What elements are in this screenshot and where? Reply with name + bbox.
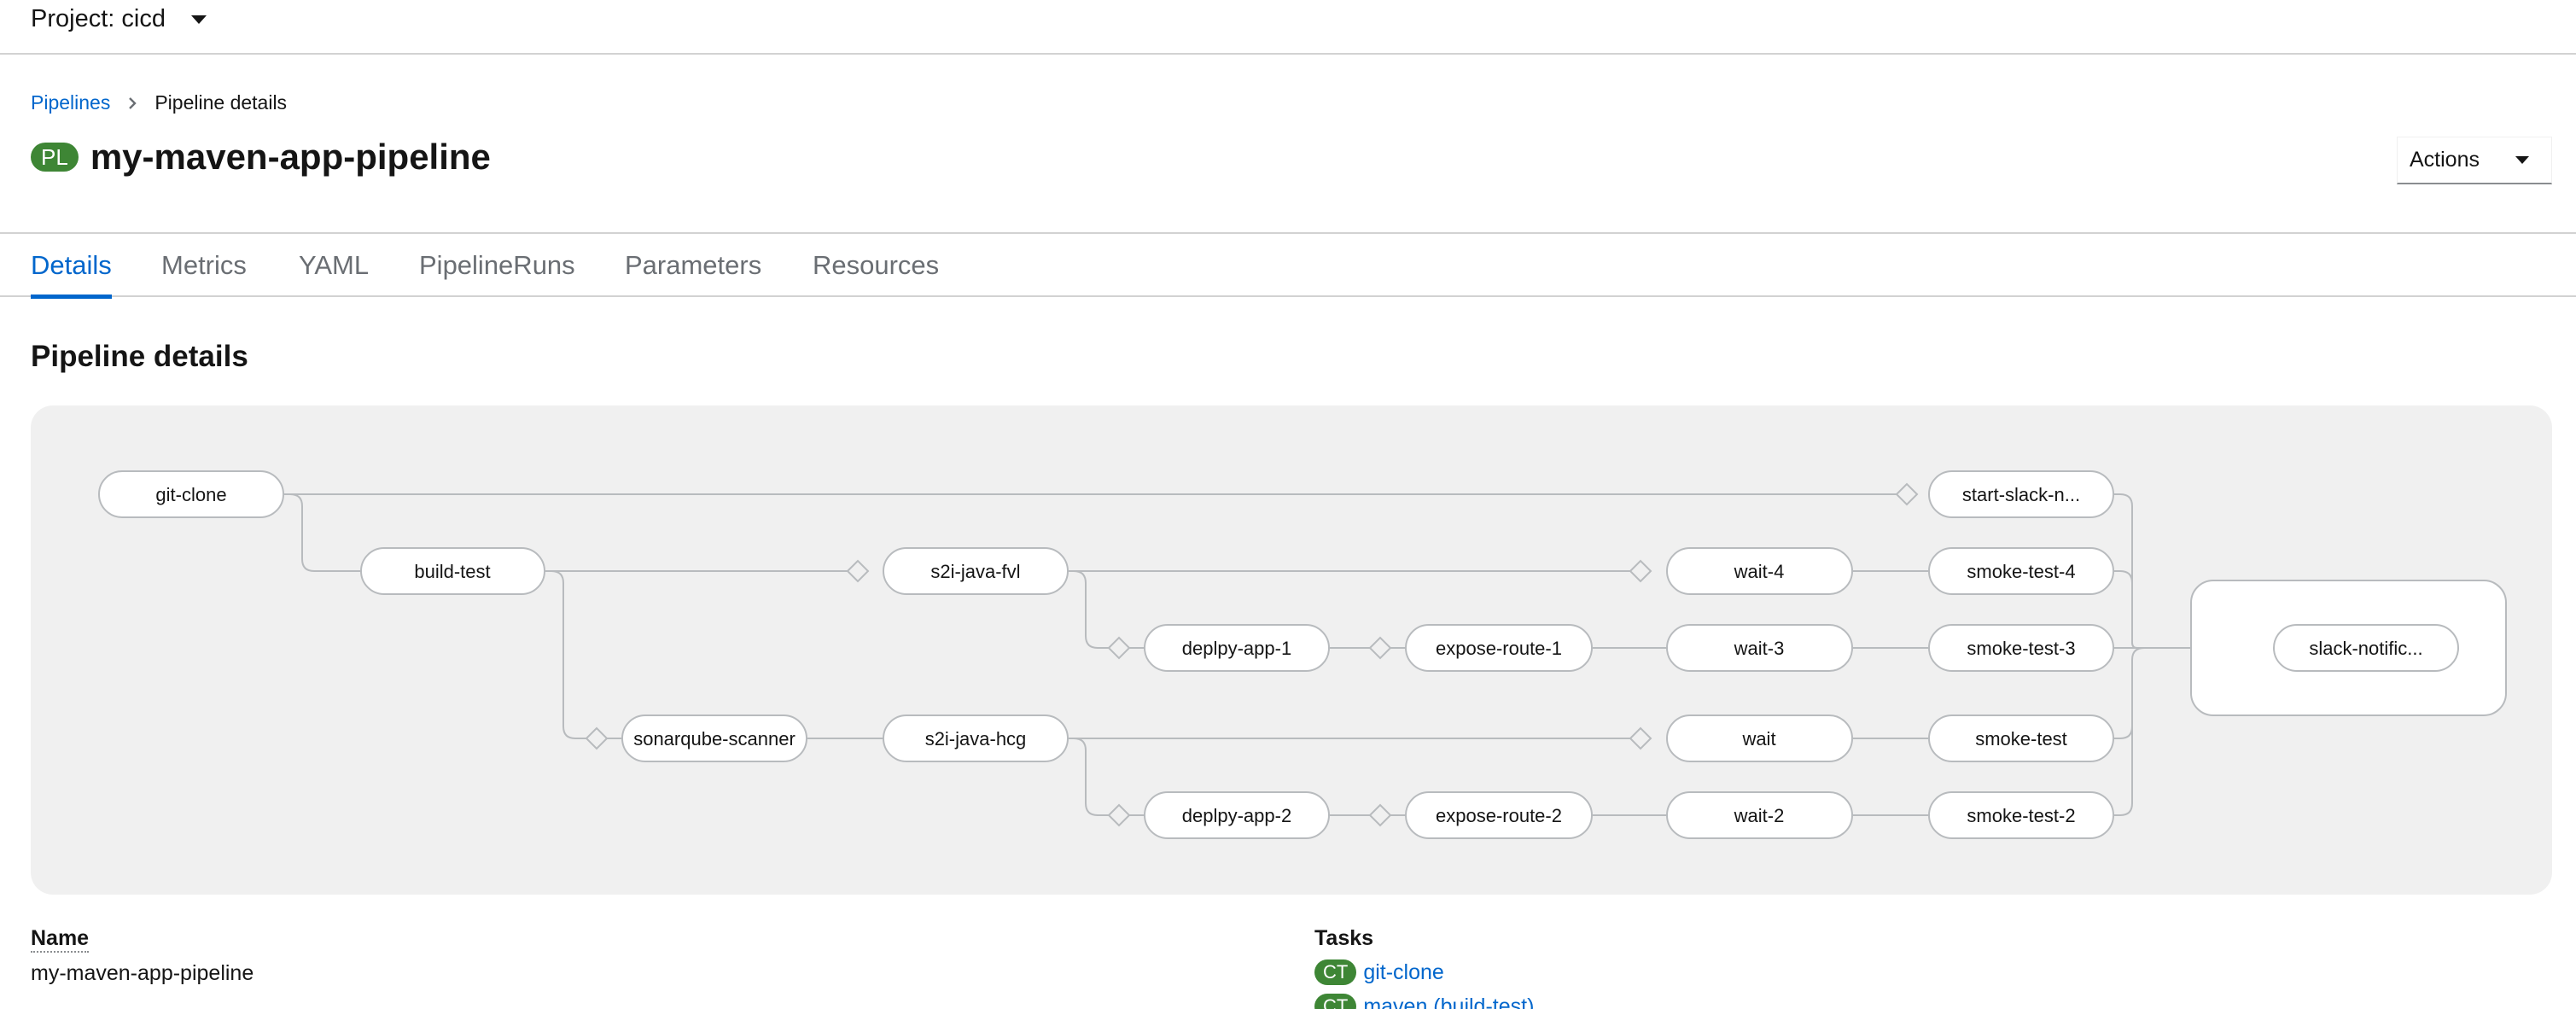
task-badge: CT (1314, 994, 1357, 1009)
task-label: wait-2 (1734, 805, 1785, 826)
task-label: deplpy-app-2 (1182, 805, 1291, 826)
name-label: Name (31, 926, 90, 953)
task-label: slack-notific... (2309, 638, 2422, 659)
task-label: wait-4 (1734, 561, 1785, 582)
task-expose-route-2[interactable]: expose-route-2 (1405, 791, 1593, 839)
tab-parameters[interactable]: Parameters (625, 250, 762, 280)
page-title: my-maven-app-pipeline (90, 137, 491, 177)
connector-diamond-icon (1629, 559, 1652, 583)
tasks-label: Tasks (1314, 926, 1374, 950)
task-link-maven-build-test[interactable]: maven (build-test) (1363, 994, 1535, 1009)
tab-bar: Details Metrics YAML PipelineRuns Parame… (0, 232, 2576, 299)
connector-diamond-icon (846, 559, 870, 583)
task-label: build-test (414, 561, 490, 582)
edge-build-test-sonarqube (545, 570, 622, 739)
breadcrumb: Pipelines Pipeline details (31, 91, 287, 114)
edge-smoke-join (2113, 660, 2133, 739)
actions-dropdown-button[interactable]: Actions (2397, 137, 2552, 184)
edge-s2i-hcg-deploy-2 (1068, 738, 1145, 816)
task-label: wait (1741, 728, 1775, 749)
tab-pipelineruns[interactable]: PipelineRuns (419, 250, 575, 280)
task-smoke-test[interactable]: smoke-test (1928, 714, 2114, 762)
task-label: expose-route-2 (1436, 805, 1562, 826)
task-label: s2i-java-hcg (925, 728, 1027, 749)
task-s2i-java-hcg[interactable]: s2i-java-hcg (883, 714, 1069, 762)
tab-details[interactable]: Details (31, 234, 112, 299)
task-smoke-test-3[interactable]: smoke-test-3 (1928, 624, 2114, 672)
task-start-slack-notification[interactable]: start-slack-n... (1928, 470, 2114, 518)
caret-down-icon (2515, 156, 2529, 164)
task-label: sonarqube-scanner (633, 728, 796, 749)
connector-diamond-icon (1107, 803, 1131, 827)
name-detail: Name my-maven-app-pipeline (31, 926, 254, 986)
task-git-clone[interactable]: git-clone (98, 470, 284, 518)
task-wait-2[interactable]: wait-2 (1666, 791, 1853, 839)
project-label: Project: cicd (31, 5, 166, 32)
task-build-test[interactable]: build-test (360, 547, 545, 595)
chevron-right-icon (122, 93, 143, 114)
task-label: smoke-test-3 (1967, 638, 2075, 659)
edge-smoke-4-join (2113, 570, 2133, 636)
task-deplpy-app-2[interactable]: deplpy-app-2 (1144, 791, 1330, 839)
task-label: wait-3 (1734, 638, 1785, 659)
actions-label: Actions (2410, 148, 2480, 172)
edge-s2i-fvl-deploy-1 (1068, 570, 1145, 649)
task-label: smoke-test-2 (1967, 805, 2075, 826)
pipeline-graph: git-clone build-test sonarqube-scanner s… (31, 405, 2552, 895)
connector-diamond-icon (585, 726, 609, 750)
tab-yaml[interactable]: YAML (299, 250, 370, 280)
task-label: s2i-java-fvl (930, 561, 1020, 582)
task-slack-notification[interactable]: slack-notific... (2273, 624, 2459, 672)
connector-diamond-icon (1107, 636, 1131, 660)
task-deplpy-app-1[interactable]: deplpy-app-1 (1144, 624, 1330, 672)
graph-connectors (585, 482, 2257, 827)
project-bar: Project: cicd (0, 0, 2576, 55)
section-title: Pipeline details (31, 340, 248, 373)
connector-diamond-icon (1629, 726, 1652, 750)
edge-git-clone-build-test (283, 493, 361, 572)
connector-diamond-icon (1895, 482, 1919, 506)
pipeline-badge: PL (31, 143, 79, 172)
task-smoke-test-2[interactable]: smoke-test-2 (1928, 791, 2114, 839)
title-row: PL my-maven-app-pipeline (31, 137, 491, 178)
task-list-item: CT git-clone (1314, 959, 1534, 985)
caret-down-icon (190, 15, 207, 24)
task-expose-route-1[interactable]: expose-route-1 (1405, 624, 1593, 672)
tab-resources[interactable]: Resources (813, 250, 940, 280)
task-label: expose-route-1 (1436, 638, 1562, 659)
task-label: deplpy-app-1 (1182, 638, 1291, 659)
task-label: git-clone (155, 484, 226, 505)
tasks-detail: Tasks CT git-clone CT maven (build-test) (1314, 926, 1534, 1009)
task-s2i-java-fvl[interactable]: s2i-java-fvl (883, 547, 1069, 595)
task-wait[interactable]: wait (1666, 714, 1853, 762)
task-link-git-clone[interactable]: git-clone (1363, 959, 1444, 984)
edge-smoke-2-join (2113, 647, 2145, 816)
task-badge: CT (1314, 959, 1357, 985)
task-smoke-test-4[interactable]: smoke-test-4 (1928, 547, 2114, 595)
task-list-item: CT maven (build-test) (1314, 994, 1534, 1009)
pipeline-graph-canvas: git-clone build-test sonarqube-scanner s… (98, 470, 2507, 839)
task-label: start-slack-n... (1962, 484, 2080, 505)
breadcrumb-pipelines-link[interactable]: Pipelines (31, 91, 111, 114)
task-label: smoke-test-4 (1967, 561, 2075, 582)
task-wait-4[interactable]: wait-4 (1666, 547, 1853, 595)
task-label: smoke-test (1975, 728, 2067, 749)
tab-metrics[interactable]: Metrics (161, 250, 247, 280)
task-wait-3[interactable]: wait-3 (1666, 624, 1853, 672)
connector-diamond-icon (1368, 803, 1392, 827)
connector-diamond-icon (1368, 636, 1392, 660)
project-selector[interactable]: Project: cicd (31, 5, 207, 33)
breadcrumb-current: Pipeline details (154, 91, 288, 114)
name-value: my-maven-app-pipeline (31, 961, 254, 985)
task-sonarqube-scanner[interactable]: sonarqube-scanner (621, 714, 807, 762)
